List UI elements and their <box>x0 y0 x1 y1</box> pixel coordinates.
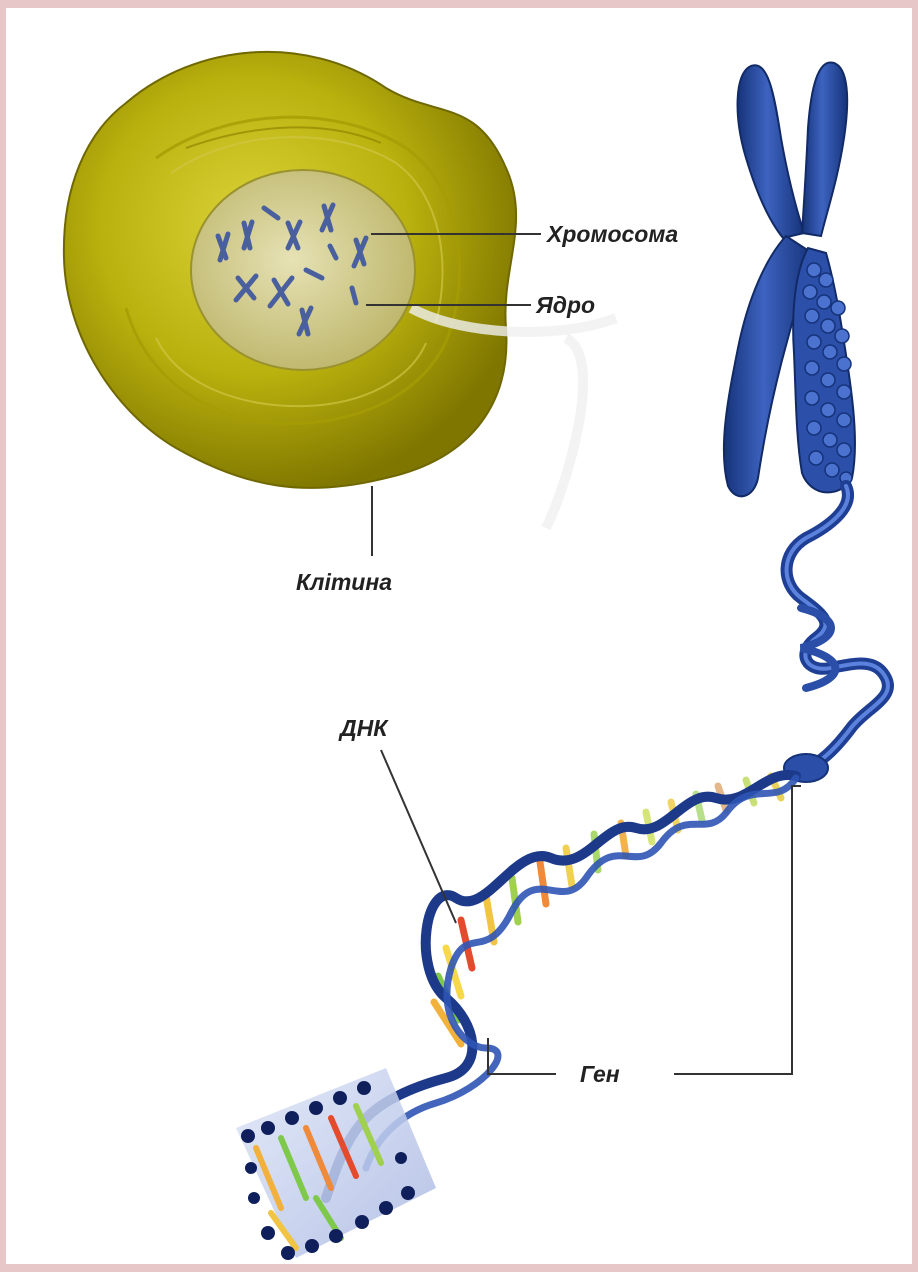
chromatin-fiber <box>784 486 888 782</box>
chromosome <box>724 62 855 496</box>
base-pair <box>540 862 546 904</box>
diagram-frame: Хромосома Ядро Клітина ДНК Ген <box>6 8 912 1264</box>
nucleus <box>191 170 415 370</box>
base-pairs <box>434 776 781 1044</box>
dna-leader <box>381 750 456 923</box>
dna-helix <box>236 775 796 1260</box>
chromosome-arm-upper-left <box>738 65 804 238</box>
base-pair <box>566 848 572 886</box>
chromosome-arm-upper-right <box>802 62 847 236</box>
gene-bracket-right <box>674 786 801 1074</box>
fiber-strand-highlight <box>787 486 888 768</box>
cell <box>64 52 616 528</box>
fiber-strand <box>787 486 888 768</box>
cell-to-gene-diagram: Хромосома Ядро Клітина ДНК Ген <box>6 8 912 1264</box>
chromosome-label: Хромосома <box>545 221 678 247</box>
gene-label: Ген <box>580 1061 620 1087</box>
nucleus-label: Ядро <box>535 292 595 318</box>
dna-label: ДНК <box>338 715 389 741</box>
cell-label: Клітина <box>296 569 392 595</box>
